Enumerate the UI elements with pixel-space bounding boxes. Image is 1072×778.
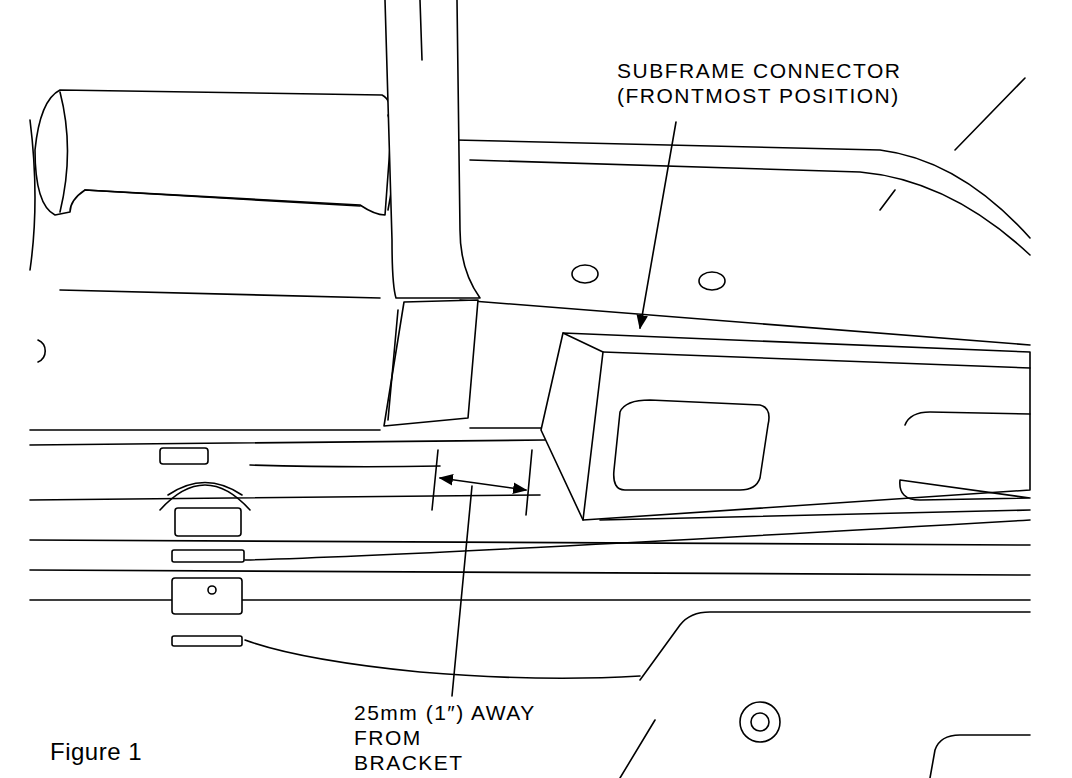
body-edge <box>955 78 1025 150</box>
body-edge <box>460 300 1030 345</box>
leader-line <box>640 122 676 328</box>
crossmember-edge <box>85 190 360 206</box>
body-edge <box>880 190 895 210</box>
floor-line <box>30 440 545 445</box>
floor-line <box>30 495 540 500</box>
body-edge <box>30 120 35 270</box>
bracket-edge <box>388 310 398 420</box>
panel-edge <box>930 735 1030 778</box>
body-edge <box>60 290 380 298</box>
hole <box>572 265 598 283</box>
panel-hole <box>740 702 780 742</box>
tab <box>160 448 208 464</box>
dimension-line <box>440 478 526 490</box>
pillar-edge <box>420 0 422 60</box>
floor-line <box>250 465 440 467</box>
crossmember <box>35 90 392 215</box>
body-edge <box>455 140 1030 238</box>
panel-hole <box>751 713 769 731</box>
crossmember-edge <box>60 92 68 212</box>
dimension-tick <box>526 450 532 515</box>
panel-edge <box>620 720 655 778</box>
pillar <box>385 0 480 298</box>
floor-line <box>30 429 380 431</box>
dimension-tick <box>432 450 438 510</box>
bracket <box>384 300 478 426</box>
connector-hole <box>900 412 1030 500</box>
tab <box>172 550 244 562</box>
tab-hole <box>208 586 216 594</box>
connector-edge <box>563 333 603 520</box>
tab <box>172 578 242 614</box>
tab <box>172 636 242 646</box>
dimension-label: 25mm (1″) AWAY FROM BRACKET <box>352 700 540 776</box>
figure-caption: Figure 1 <box>50 738 142 767</box>
connector-hole <box>614 400 769 490</box>
floor-line <box>30 570 1030 575</box>
subframe-connector <box>541 333 1030 520</box>
floor-line <box>30 540 1030 545</box>
connector-edge <box>603 352 1030 368</box>
panel-edge <box>640 612 1030 680</box>
body-edge <box>470 160 1030 255</box>
tab <box>175 508 241 536</box>
floor-line <box>470 427 545 429</box>
floor-line <box>245 520 1030 560</box>
hole-edge <box>38 340 45 362</box>
part-callout: SUBFRAME CONNECTOR (FRONTMOST POSITION) <box>615 58 914 108</box>
hole <box>699 272 725 290</box>
leader-line <box>452 486 472 696</box>
tab-arc <box>160 485 250 510</box>
floor-line <box>245 640 640 678</box>
